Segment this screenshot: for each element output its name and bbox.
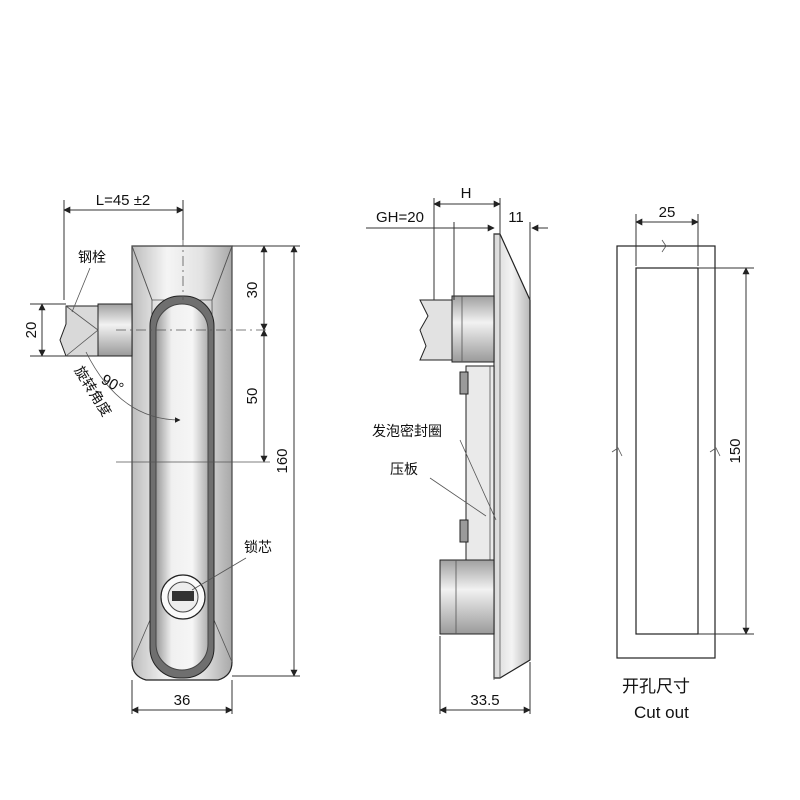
dim-width-36-label: 36 — [174, 692, 191, 709]
dim-30-label: 30 — [244, 282, 261, 299]
label-steel-bolt: 钢栓 — [78, 250, 106, 266]
cutout-title-cn: 开孔尺寸 — [622, 677, 690, 697]
steel-bolt — [59, 303, 133, 357]
cutout-inner — [635, 267, 699, 635]
label-press-plate: 压板 — [390, 462, 418, 478]
lock-core — [160, 574, 206, 620]
side-lock-cylinder — [439, 559, 495, 635]
front-view: L=45 ±2 20 30 50 160 36 钢栓 90° 旋转角度 锁芯 — [23, 192, 300, 714]
dim-20-label: 20 — [23, 322, 40, 339]
dim-11-label: 11 — [508, 209, 524, 226]
dim-length-label: L=45 ±2 — [96, 192, 151, 209]
side-view: H GH=20 11 33.5 发泡密封圈 压板 — [366, 185, 548, 714]
dim-depth-label: 33.5 — [470, 692, 499, 709]
dim-50-label: 50 — [244, 388, 261, 405]
dim-gh-label: GH=20 — [376, 209, 424, 226]
label-lock-core: 锁芯 — [244, 540, 272, 556]
dim-cutout-height-label: 150 — [727, 438, 744, 463]
dim-cutout-width-label: 25 — [659, 204, 676, 221]
label-foam-seal: 发泡密封圈 — [372, 423, 442, 440]
cutout-view: 25 150 开孔尺寸 Cut out — [611, 204, 754, 722]
cutout-title-en: Cut out — [634, 703, 689, 722]
dim-h-label: H — [461, 185, 472, 202]
side-bezel — [493, 233, 531, 679]
side-bolt — [419, 295, 495, 363]
dim-160-label: 160 — [274, 448, 291, 473]
